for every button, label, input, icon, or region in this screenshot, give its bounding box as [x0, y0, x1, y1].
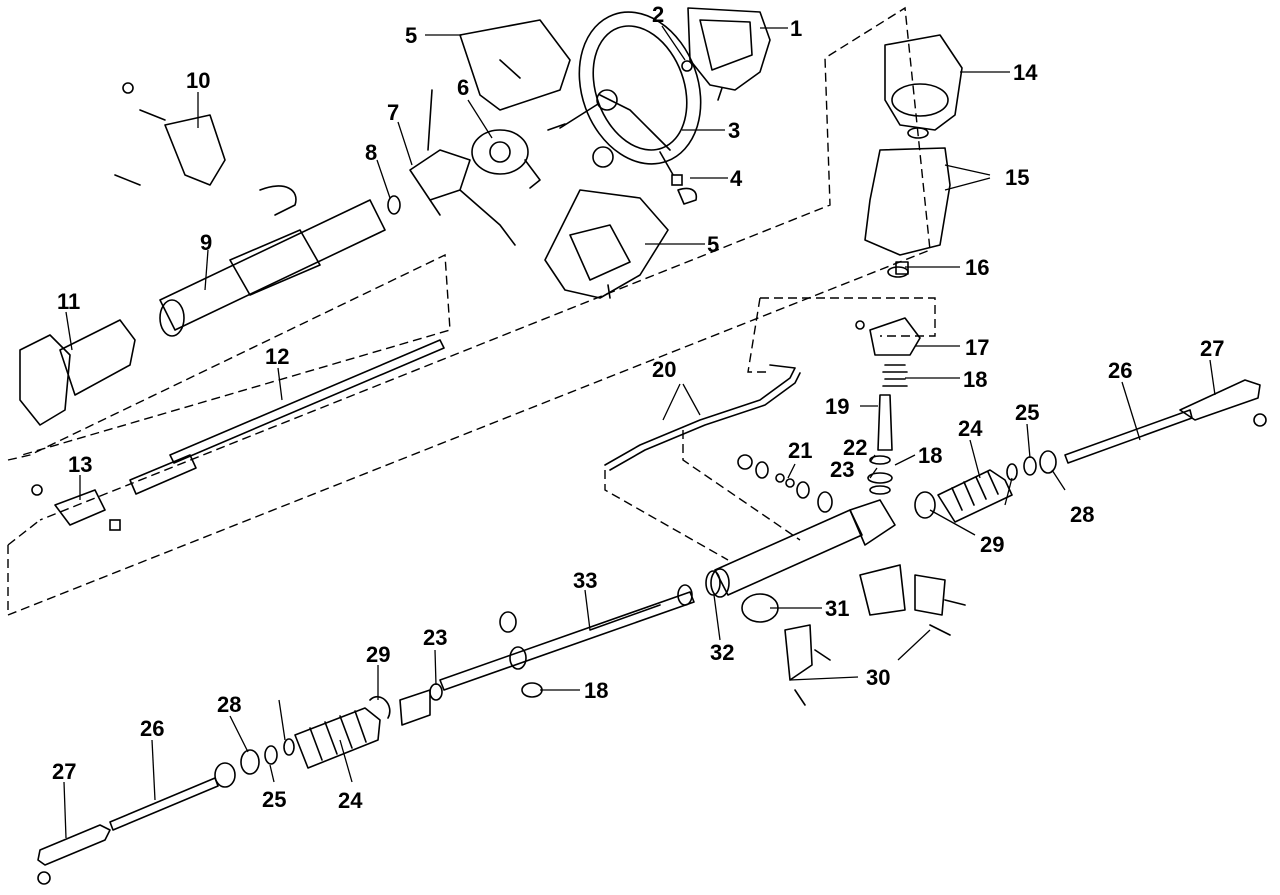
callout-31: 31: [825, 596, 849, 621]
part-24-bellows-left: [294, 707, 381, 769]
callout-10: 10: [186, 68, 210, 93]
callout-33: 33: [573, 568, 597, 593]
callout-27-right: 27: [1200, 336, 1224, 361]
part-14-dust-boot: [884, 34, 963, 139]
callout-1: 1: [790, 16, 802, 41]
part-33-rack: [439, 584, 695, 691]
callout-19: 19: [825, 394, 849, 419]
callout-labels: 1 2 3 4 5 5 6 7 8 9 10 11 12 13 14 15 16…: [52, 2, 1224, 813]
part-23-29-lower: [369, 683, 443, 726]
part-1-airbag-module: [687, 7, 771, 101]
part-10-bracket: [114, 82, 297, 216]
part-6-clockspring: [471, 123, 566, 189]
callout-24-left: 24: [338, 788, 363, 813]
callout-12: 12: [265, 344, 289, 369]
callout-30: 30: [866, 665, 890, 690]
part-26-27-tie-rod-left: [37, 762, 236, 885]
callout-22: 22: [843, 435, 867, 460]
rack-housing: [710, 499, 896, 598]
part-13-u-joint: [31, 484, 121, 531]
part-26-27-tie-rod-right: [1064, 379, 1267, 464]
part-25-28-29-left: [240, 738, 295, 775]
part-9-column-tube: [159, 199, 386, 337]
callout-32: 32: [710, 640, 734, 665]
callout-8: 8: [365, 140, 377, 165]
part-15-bracket: [864, 147, 951, 256]
callout-26-left: 26: [140, 716, 164, 741]
callout-23-upper: 23: [830, 457, 854, 482]
callout-26-right: 26: [1108, 358, 1132, 383]
callout-6: 6: [457, 75, 469, 100]
callout-2: 2: [652, 2, 664, 27]
callout-20: 20: [652, 357, 676, 382]
part-18-lower-seal: [521, 682, 543, 698]
callout-24-right: 24: [958, 416, 983, 441]
callout-29-right: 29: [980, 532, 1004, 557]
part-11-column-boot: [19, 319, 136, 426]
callout-21: 21: [788, 438, 812, 463]
callout-5-upper: 5: [405, 23, 417, 48]
part-4-bolt: [659, 151, 698, 205]
part-12-intermediate-shaft: [129, 339, 445, 495]
part-5-lower-shroud: [544, 146, 669, 299]
callout-27-left: 27: [52, 759, 76, 784]
callout-9: 9: [200, 230, 212, 255]
part-5-upper-shroud: [459, 19, 571, 111]
part-19-pinion: [877, 394, 893, 451]
callout-15: 15: [1005, 165, 1029, 190]
callout-3: 3: [728, 118, 740, 143]
part-24-bellows-right: [937, 469, 1013, 523]
part-18-spring-upper: [882, 364, 908, 387]
part-16-coupling: [887, 261, 909, 278]
callout-28-left: 28: [217, 692, 241, 717]
part-20-hydraulic-lines: [604, 364, 801, 561]
callout-25-left: 25: [262, 787, 286, 812]
callout-16: 16: [965, 255, 989, 280]
part-21-seal-kit: [737, 454, 833, 513]
callout-17: 17: [965, 335, 989, 360]
part-32-bushing: [705, 570, 721, 596]
callout-18-c: 18: [584, 678, 608, 703]
callout-7: 7: [387, 100, 399, 125]
leader-lines: [63, 25, 1216, 839]
part-2-nut: [681, 60, 693, 72]
part-8-bearing: [387, 195, 401, 215]
part-30-31-mounts: [741, 564, 966, 706]
part-22-23-seals-upper: [867, 455, 893, 495]
callout-18-a: 18: [963, 367, 987, 392]
column-boundary-dashes: [7, 6, 936, 617]
callout-23-lower: 23: [423, 625, 447, 650]
callout-29-left-upper: 29: [366, 642, 390, 667]
callout-18-b: 18: [918, 443, 942, 468]
callout-4: 4: [730, 166, 743, 191]
callout-5-lower: 5: [707, 232, 719, 257]
part-7-multifunction-switch: [409, 89, 516, 246]
callout-25-right: 25: [1015, 400, 1039, 425]
callout-28-right: 28: [1070, 502, 1094, 527]
callout-11: 11: [57, 289, 80, 314]
part-3-steering-wheel: [559, 11, 702, 165]
callout-14: 14: [1013, 60, 1038, 85]
callout-13: 13: [68, 452, 92, 477]
